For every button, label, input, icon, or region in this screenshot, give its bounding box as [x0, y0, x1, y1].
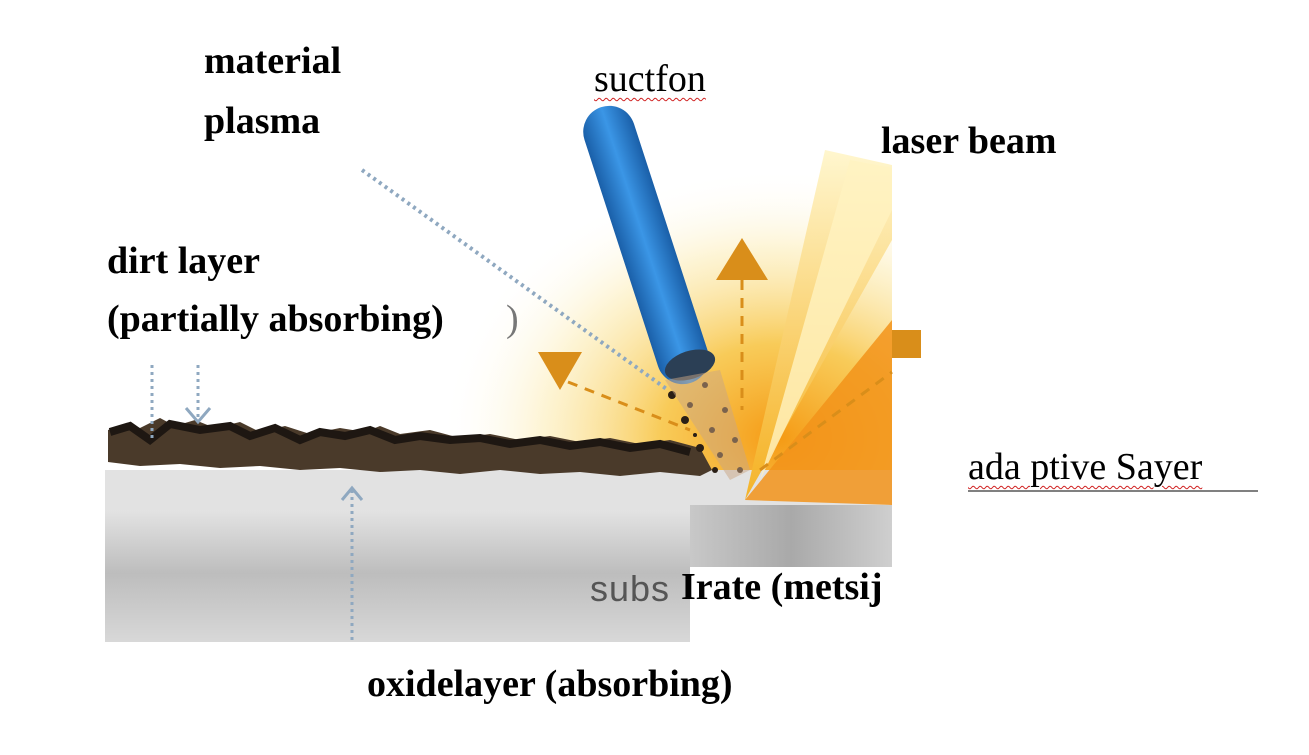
- label-subs-gray: subs: [590, 568, 671, 609]
- suction-nozzle: [583, 105, 716, 385]
- dirt-arrows: [150, 365, 212, 440]
- label-laser-beam: laser beam: [881, 120, 1057, 162]
- label-adaptive-layer: ada ptive Sayer: [968, 446, 1203, 488]
- oxide-arrow: [340, 485, 364, 640]
- arrow-down-marker: [538, 352, 582, 390]
- label-suction: suctfon: [594, 58, 706, 100]
- label-substrate: Irate (metsij: [681, 566, 883, 608]
- label-dirt-layer: dirt layer: [107, 240, 261, 282]
- laser-spot: [745, 320, 892, 505]
- label-dirt-bracket: ): [506, 298, 519, 340]
- label-oxide-layer: oxidelayer (absorbing): [367, 663, 733, 705]
- particle-cone: [665, 370, 750, 480]
- arrow-side-marker: [892, 330, 921, 358]
- laser-beam-core: [760, 160, 892, 480]
- arrow-up-marker: [716, 238, 768, 280]
- motion-dashes: [567, 280, 893, 472]
- label-material: material: [204, 40, 342, 82]
- label-dirt-absorbing: (partially absorbing): [107, 298, 444, 340]
- dirt-layer-top: [108, 419, 692, 456]
- label-plasma: plasma: [204, 100, 321, 142]
